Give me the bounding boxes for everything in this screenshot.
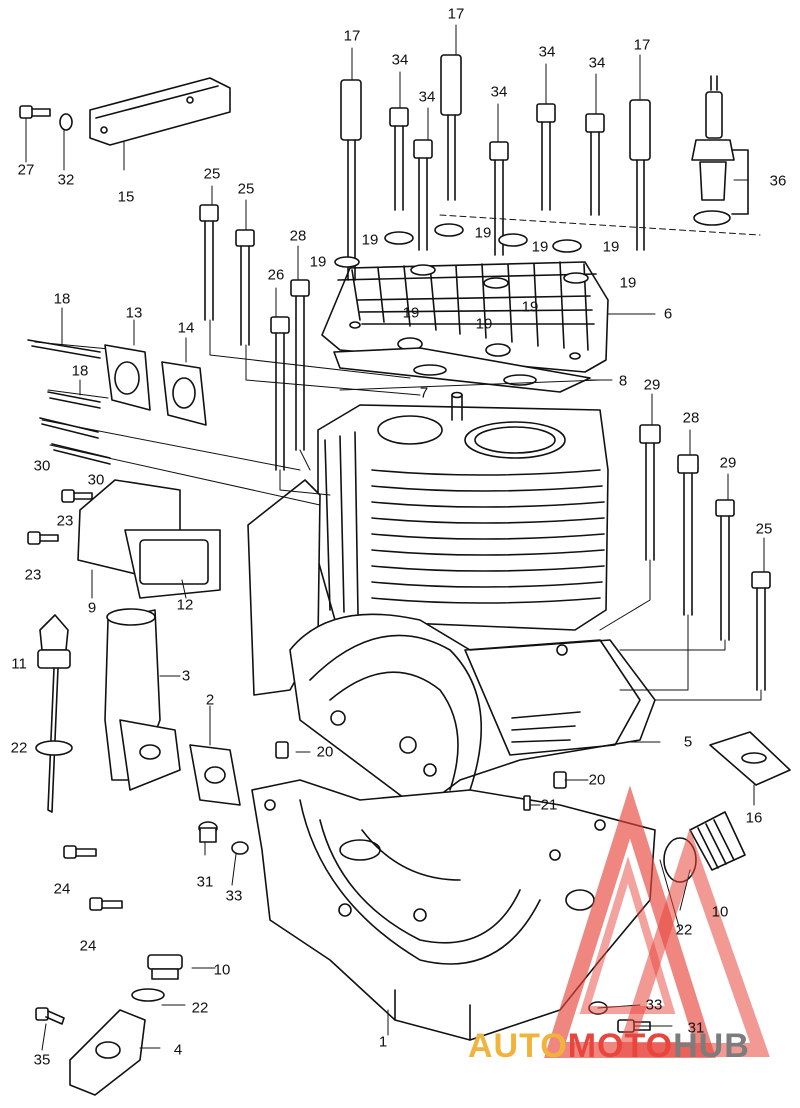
callout-label: 31: [687, 1019, 705, 1037]
spark-plug: [691, 75, 749, 226]
callout-label: 19: [361, 231, 379, 249]
callout-label: 34: [538, 43, 556, 61]
washers: [334, 223, 589, 289]
callout-label: 19: [531, 238, 549, 256]
bolt-27: [19, 105, 51, 119]
callout-label: 23: [56, 512, 74, 530]
callout-label: 18: [53, 290, 71, 308]
bolts-23: [27, 489, 93, 545]
callout-label: 10: [213, 961, 231, 979]
callout-label: 34: [490, 83, 508, 101]
callout-label: 25: [237, 180, 255, 198]
gasket-2: [189, 744, 241, 806]
callout-label: 19: [619, 274, 637, 292]
watermark-logo: [544, 785, 770, 1058]
callout-label: 11: [11, 655, 27, 673]
callout-label: 19: [402, 304, 420, 322]
head-gasket: [333, 347, 591, 393]
callout-label: 5: [683, 733, 693, 751]
callout-label: 26: [267, 266, 285, 284]
callout-label: 17: [633, 36, 651, 54]
callout-label: 28: [289, 227, 307, 245]
bracket-16: [709, 731, 791, 786]
callout-label: 12: [176, 596, 194, 614]
elbow-4: [69, 1009, 146, 1096]
callout-label: 10: [711, 903, 729, 921]
callout-label: 30: [87, 471, 105, 489]
callout-label: 8: [618, 372, 628, 390]
callout-label: 22: [675, 921, 693, 939]
callout-label: 19: [475, 315, 493, 333]
watermark-part: AUTO: [468, 1027, 568, 1065]
callout-leaders: [25, 24, 765, 1051]
callout-label: 20: [316, 743, 334, 761]
bolt-35: [35, 1007, 65, 1025]
callout-label: 27: [17, 161, 35, 179]
callout-label: 29: [719, 454, 737, 472]
callout-label: 15: [117, 188, 135, 206]
studs: [199, 204, 771, 691]
callout-label: 3: [181, 667, 191, 685]
callout-label: 19: [521, 298, 539, 316]
side-cover: [77, 479, 221, 599]
callout-label: 24: [79, 937, 97, 955]
callout-label: 9: [87, 599, 97, 617]
callout-label: 13: [125, 304, 143, 322]
callout-label: 18: [71, 362, 89, 380]
crankcase-upper: [247, 479, 656, 811]
callout-label: 17: [343, 27, 361, 45]
callout-label: 7: [419, 384, 429, 402]
callout-label: 34: [391, 51, 409, 69]
callout-label: 1: [378, 1033, 388, 1051]
callout-label: 16: [745, 809, 763, 827]
callout-label: 4: [173, 1041, 183, 1059]
callout-label: 19: [474, 224, 492, 242]
callout-label: 29: [643, 376, 661, 394]
callout-label: 22: [191, 999, 209, 1017]
callout-label: 32: [57, 171, 75, 189]
callout-label: 25: [203, 165, 221, 183]
callout-label: 17: [447, 5, 465, 23]
drain-plug-left: [131, 954, 183, 1002]
callout-label: 30: [33, 457, 51, 475]
callout-label: 23: [24, 566, 42, 584]
callout-label: 6: [663, 305, 673, 323]
callout-label: 33: [645, 996, 663, 1014]
callout-label: 28: [682, 409, 700, 427]
callout-label: 31: [196, 873, 214, 891]
callout-label: 24: [53, 880, 71, 898]
watermark-part: HUB: [673, 1027, 750, 1065]
dipstick: [35, 614, 73, 813]
leader-lines: [34, 214, 762, 701]
washer-32: [59, 113, 73, 131]
callout-label: 36: [769, 172, 787, 190]
callout-label: 14: [177, 319, 195, 337]
callout-label: 20: [588, 771, 606, 789]
cylinder-block: [317, 391, 609, 631]
watermark-text: AUTOMOTOHUB: [468, 1026, 798, 1066]
watermark-part: MOTO: [567, 1027, 674, 1065]
callout-label: 2: [205, 691, 215, 709]
callout-label: 34: [588, 54, 606, 72]
callout-label: 25: [755, 520, 773, 538]
intake-flanges: [27, 339, 207, 465]
crankcase-lower: [251, 779, 656, 1041]
plug-31-left: [198, 821, 249, 855]
callout-label: 35: [33, 1051, 51, 1069]
bolts-24: [63, 845, 123, 911]
callout-label: 19: [309, 253, 327, 271]
callout-label: 22: [10, 739, 28, 757]
callout-label: 34: [418, 88, 436, 106]
cover-plate: [89, 77, 231, 146]
breather-tube: [104, 608, 181, 791]
callout-label: 21: [540, 796, 558, 814]
callout-label: 19: [602, 238, 620, 256]
callout-label: 33: [225, 887, 243, 905]
dowels: [275, 741, 567, 811]
